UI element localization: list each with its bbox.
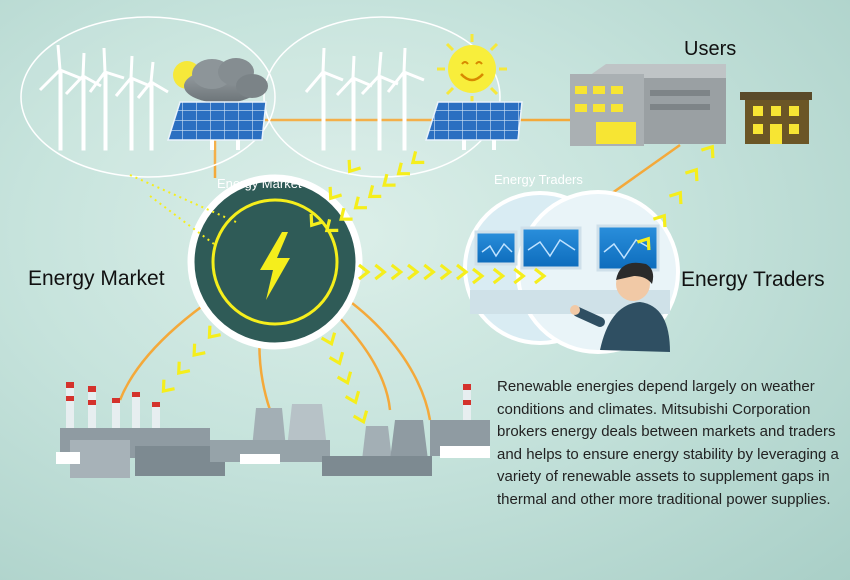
- chevron-arrow-icon: [636, 236, 651, 251]
- energy-market-flow-label: Energy Market: [217, 176, 302, 191]
- chevron-arrow-icon: [347, 159, 362, 174]
- chevron-arrow-icon: [456, 263, 469, 281]
- dotted-flow: [129, 174, 237, 245]
- cloud-sun-icon: [173, 58, 268, 103]
- chevron-arrow-icon: [352, 410, 369, 425]
- wind-turbines-left: [38, 44, 169, 151]
- chevron-arrow-icon: [320, 332, 337, 347]
- chevron-arrow-icon: [396, 162, 410, 176]
- lightning-bolt-icon: [260, 232, 290, 300]
- chevron-arrow-icon: [324, 219, 339, 233]
- solar-panel-left: [166, 101, 267, 150]
- users-label: Users: [684, 38, 737, 60]
- chevron-arrow-icon: [374, 263, 387, 281]
- chevron-arrow-icon: [652, 213, 667, 228]
- chevron-arrow-icon: [344, 390, 361, 405]
- chevron-arrow-icon: [328, 186, 343, 201]
- chevron-arrow-icon: [423, 263, 436, 281]
- chevron-arrow-icon: [353, 196, 367, 210]
- chevron-arrow-icon: [309, 213, 324, 228]
- chevron-arrow-icon: [192, 343, 206, 358]
- chevron-arrow-icon: [439, 263, 453, 281]
- office-building-icon: [570, 64, 726, 146]
- house-icon: [740, 92, 812, 144]
- chevron-arrow-icon: [492, 267, 506, 285]
- flow-chevrons: [161, 144, 715, 425]
- chevron-arrow-icon: [367, 185, 382, 199]
- sun-icon: [437, 34, 507, 104]
- chevron-arrow-icon: [410, 151, 425, 165]
- chevron-arrow-icon: [513, 267, 526, 285]
- energy-traders-flow-label: Energy Traders: [494, 172, 583, 187]
- trader-person-icon: [570, 262, 670, 352]
- chevron-arrow-icon: [161, 379, 175, 394]
- chevron-arrow-icon: [358, 263, 371, 281]
- renewables-sunny-oval: [263, 16, 501, 178]
- chevron-arrow-icon: [534, 267, 547, 285]
- description-text: Renewable energies depend largely on wea…: [497, 378, 839, 508]
- power-plant-left: [56, 382, 225, 478]
- chevron-arrow-icon: [177, 361, 191, 376]
- power-plant-right: [430, 384, 490, 458]
- chevron-arrow-icon: [472, 267, 485, 285]
- chevron-arrow-icon: [390, 263, 404, 281]
- chevron-arrow-icon: [382, 173, 396, 187]
- energy-traders-label: Energy Traders: [681, 268, 825, 291]
- chevron-arrow-icon: [207, 325, 221, 340]
- solar-panel-right: [424, 101, 523, 150]
- energy-market-label: Energy Market: [28, 267, 165, 290]
- chevron-arrow-icon: [700, 144, 715, 159]
- wind-turbines-right: [304, 47, 425, 151]
- chevron-arrow-icon: [684, 167, 699, 182]
- chevron-arrow-icon: [336, 371, 353, 386]
- chevron-arrow-icon: [668, 190, 683, 205]
- cooling-towers: [210, 404, 432, 476]
- chevron-arrow-icon: [339, 207, 353, 221]
- energy-market-hub: [187, 174, 363, 350]
- chevron-arrow-icon: [328, 351, 345, 366]
- chevron-arrow-icon: [407, 263, 420, 281]
